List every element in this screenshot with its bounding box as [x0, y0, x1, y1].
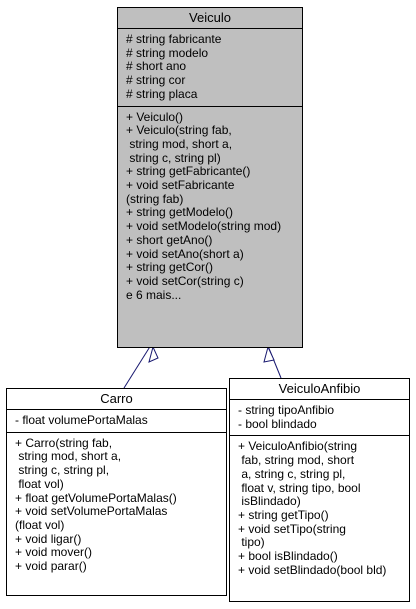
member-line: - float volumePortaMalas: [15, 413, 148, 427]
member-line: string c, string pl,: [15, 463, 110, 478]
member-line: + Veiculo(string fab,: [126, 123, 232, 138]
member-line: e 6 mais...: [126, 287, 182, 302]
member-line: float v, string tipo, bool: [238, 480, 361, 495]
member-line: isBlindado): [238, 494, 301, 509]
methods-section: + Carro(string fab, string mod, short a,…: [7, 433, 226, 578]
class-title: VeiculoAnfibio: [230, 379, 409, 400]
member-line: + Veiculo(): [126, 109, 184, 124]
inheritance-arrowhead-carro: [148, 345, 159, 363]
member-line: string mod, short a,: [126, 136, 233, 151]
member-line: + void setModelo(string mod): [126, 219, 282, 234]
member-line: + float getVolumePortaMalas(): [15, 490, 177, 505]
member-line: + bool isBlindado(): [238, 549, 338, 564]
member-line: (float vol): [15, 517, 65, 532]
member-line: + void setBlindado(bool bld): [238, 562, 387, 577]
member-line: + string getFabricante(): [126, 164, 251, 179]
class-title: Veiculo: [118, 8, 302, 29]
member-line: tipo): [238, 535, 265, 550]
member-line: string mod, short a,: [15, 449, 122, 464]
class-carro: Carro - float volumePortaMalas + Carro(s…: [6, 388, 227, 596]
member-line: + void setVolumePortaMalas: [15, 504, 168, 519]
class-veiculo: Veiculo # string fabricante# string mode…: [117, 7, 303, 348]
member-line: float vol): [15, 476, 64, 491]
member-line: + void setFabricante: [126, 178, 235, 193]
attributes-section: - string tipoAnfibio- bool blindado: [230, 400, 409, 437]
member-line: + void setTipo(string: [238, 521, 346, 536]
member-line: + void setCor(string c): [126, 273, 244, 288]
methods-section: + Veiculo()+ Veiculo(string fab, string …: [118, 107, 302, 307]
member-line: + string getTipo(): [238, 507, 329, 522]
member-line: # string fabricante: [126, 32, 222, 46]
member-line: + short getAno(): [126, 232, 213, 247]
member-line: + Carro(string fab,: [15, 435, 113, 450]
attributes-section: # string fabricante# string modelo# shor…: [118, 29, 302, 107]
methods-section: + VeiculoAnfibio(string fab, string mod,…: [230, 436, 409, 581]
class-veiculo-anfibio: VeiculoAnfibio - string tipoAnfibio- boo…: [229, 378, 410, 602]
inheritance-arrowhead-anfibio: [263, 345, 275, 363]
member-line: + void parar(): [15, 559, 87, 574]
member-line: # string cor: [126, 73, 186, 88]
member-line: # string modelo: [126, 45, 209, 60]
member-line: + VeiculoAnfibio(string: [238, 439, 358, 454]
attributes-section: - float volumePortaMalas: [7, 410, 226, 433]
member-line: # string placa: [126, 86, 198, 101]
inheritance-edge-carro: [123, 344, 152, 389]
member-line: + string getModelo(): [126, 205, 234, 220]
member-line: a, string c, string pl,: [238, 466, 346, 481]
member-line: string c, string pl): [126, 150, 221, 165]
class-title: Carro: [7, 389, 226, 410]
member-line: + string getCor(): [126, 260, 214, 275]
member-line: # short ano: [126, 59, 187, 74]
member-line: (string fab): [126, 191, 184, 206]
member-line: + void setAno(short a): [126, 246, 244, 261]
member-line: + void mover(): [15, 545, 93, 560]
member-line: - string tipoAnfibio: [238, 403, 335, 417]
member-line: fab, string mod, short: [238, 453, 355, 468]
member-line: + void ligar(): [15, 531, 82, 546]
member-line: - bool blindado: [238, 416, 317, 431]
